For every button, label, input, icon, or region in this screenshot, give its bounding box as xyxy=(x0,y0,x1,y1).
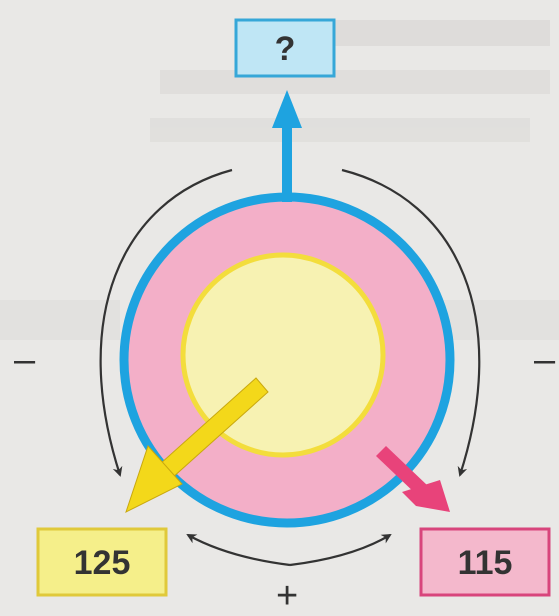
top-box-label: ? xyxy=(275,30,296,68)
up-arrow xyxy=(272,90,302,202)
right-curve-arrow xyxy=(341,168,481,477)
left-curve-arrow xyxy=(99,168,233,477)
yellow-arrow xyxy=(125,377,269,513)
bottom-curve-arrow-left xyxy=(186,534,291,567)
top-box: ? xyxy=(234,18,336,78)
right-box: 115 xyxy=(419,527,551,597)
minus-sign-left: – xyxy=(14,339,36,381)
plus-sign-bottom: + xyxy=(276,575,298,616)
background-texture xyxy=(0,20,559,340)
minus-sign-right: – xyxy=(534,339,556,381)
curved-arrows xyxy=(99,168,481,567)
left-box-label: 125 xyxy=(74,544,131,582)
right-box-label: 115 xyxy=(458,544,513,582)
left-box: 125 xyxy=(36,527,168,597)
pink-arrow xyxy=(376,446,450,512)
bottom-curve-arrow-right xyxy=(289,533,392,567)
